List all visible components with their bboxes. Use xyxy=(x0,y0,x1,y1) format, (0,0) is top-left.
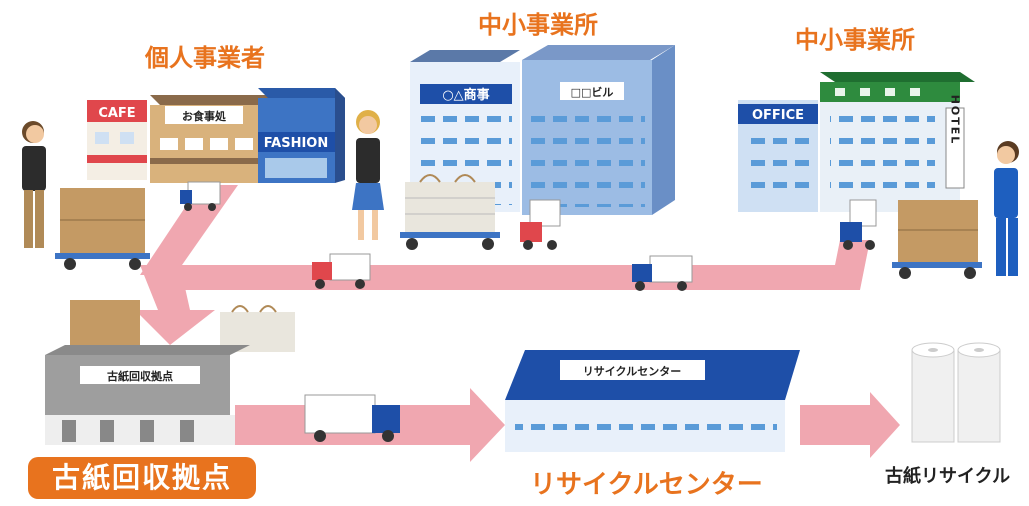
recycling-center-label: リサイクルセンター xyxy=(530,470,763,500)
truck-icon-6 xyxy=(304,394,400,442)
truck-icon-2 xyxy=(312,253,371,289)
recycling-center-building: リサイクルセンター xyxy=(505,350,800,452)
hotel-building: HOTEL xyxy=(820,72,975,212)
hotel-sign: HOTEL xyxy=(949,95,962,146)
person-with-cart-right xyxy=(892,141,1019,279)
collection-depot-building: 古紙回収拠点 xyxy=(45,300,295,445)
truck-icon-3 xyxy=(520,199,561,250)
person-with-cart-left xyxy=(22,121,150,270)
restaurant-building: お食事処 xyxy=(150,95,278,183)
building-sign: □□ビル xyxy=(571,85,614,99)
trading-company-sign: ○△商事 xyxy=(442,87,489,103)
collection-point-badge: 古紙回収拠点 xyxy=(28,457,256,499)
paper-recycling-label: 古紙リサイクル xyxy=(885,466,1011,487)
title-sole-proprietor: 個人事業者 xyxy=(145,44,265,72)
arrow-to-product xyxy=(800,392,900,458)
truck-icon-5 xyxy=(840,199,877,250)
cafe-building: CAFE xyxy=(87,100,147,180)
fashion-building: FASHION xyxy=(258,88,345,183)
depot-sign: 古紙回収拠点 xyxy=(107,369,173,383)
office-building: OFFICE xyxy=(738,100,818,212)
truck-icon-4 xyxy=(632,255,693,291)
fashion-sign: FASHION xyxy=(264,136,328,151)
toilet-paper-rolls xyxy=(911,342,1001,443)
arrow-to-depot xyxy=(135,265,215,345)
cafe-sign: CAFE xyxy=(98,106,135,121)
collection-road xyxy=(150,265,850,290)
restaurant-sign: お食事処 xyxy=(182,109,227,123)
building-xx: □□ビル xyxy=(522,45,675,215)
office-sign: OFFICE xyxy=(752,108,804,123)
title-small-business-center: 中小事業所 xyxy=(478,11,598,39)
truck-icon-1 xyxy=(180,181,221,211)
road-from-right xyxy=(830,240,870,290)
recycling-center-sign: リサイクルセンター xyxy=(583,365,681,378)
title-small-business-right: 中小事業所 xyxy=(795,26,915,54)
person-with-cart-center xyxy=(352,110,500,250)
